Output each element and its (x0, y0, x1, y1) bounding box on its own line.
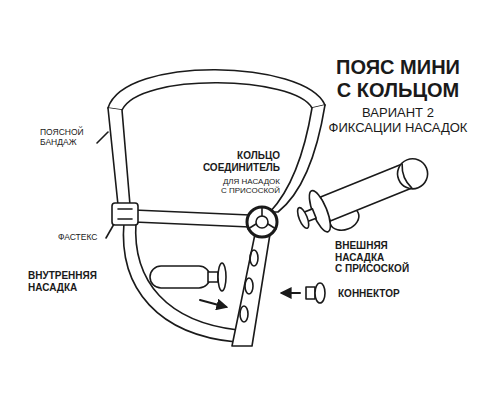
pad-hole (240, 306, 248, 322)
front-strap (134, 210, 250, 227)
part-note: ДЛЯ НАСАДОК С ПРИСОСКОЙ (185, 177, 280, 195)
connector (306, 287, 315, 299)
direction-arrow (282, 292, 300, 294)
part-label: ВНЕШНЯЯ НАСАДКА С ПРИСОСКОЙ (335, 240, 425, 275)
part-label: ФАСТЕКС (58, 233, 118, 243)
subtitle: ВАРИАНТ 2 ФИКСАЦИИ НАСАДОК (320, 106, 476, 136)
pad-hole (245, 278, 253, 294)
buckle (118, 208, 132, 210)
part-label: КОННЕКТОР (338, 288, 438, 300)
inner-attachment (208, 272, 218, 282)
ring-struts (248, 207, 276, 229)
connector (315, 283, 325, 303)
buckle (118, 218, 132, 220)
part-label: ПОЯСНОЙ БАНДАЖ (40, 128, 95, 148)
part-label: КОЛЬЦО СОЕДИНИТЕЛЬ (185, 150, 280, 173)
inner-attachment (218, 263, 226, 291)
inner-attachment (150, 266, 210, 288)
connector-ring (247, 207, 277, 237)
leader-line (97, 132, 108, 143)
title: ПОЯС МИНИ С КОЛЬЦОМ (318, 56, 478, 102)
connector-ring (256, 216, 268, 228)
leader-line (106, 224, 114, 238)
waist-band-left (108, 108, 130, 205)
lower-strap (123, 222, 236, 342)
part-label: ВНУТРЕННЯЯ НАСАДКА (28, 270, 110, 293)
waist-band (108, 70, 325, 110)
front-pad (232, 234, 270, 346)
buckle (112, 203, 138, 225)
external-attachment (291, 148, 436, 245)
direction-arrow (200, 300, 226, 307)
lower-strap (136, 222, 238, 330)
pad-hole (250, 250, 258, 266)
